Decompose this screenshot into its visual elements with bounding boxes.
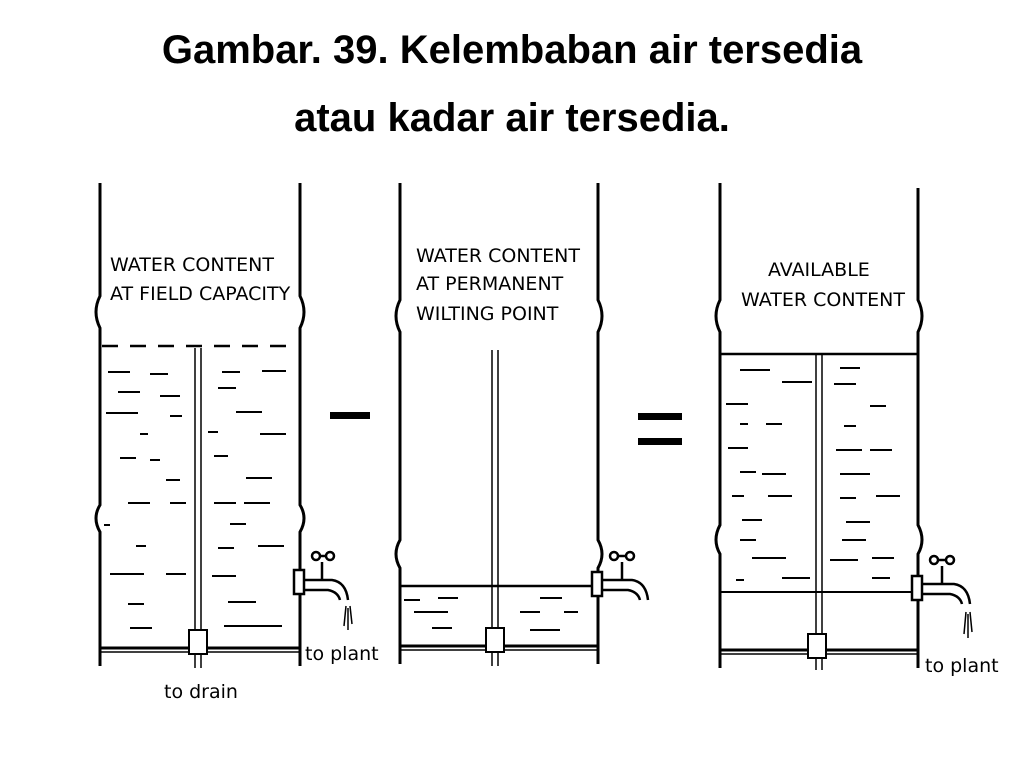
drain-valve [188, 629, 208, 655]
panel-2-label-line-1: WATER CONTENT [416, 245, 580, 267]
minus-operator-text: − [0, 0, 1, 1]
cylinder-left-wall [714, 183, 722, 668]
equals-operator-top [638, 413, 682, 420]
equals-operator-bottom [638, 438, 682, 445]
panel-3-label-line-1: AVAILABLE [768, 259, 870, 281]
drain-valve [807, 633, 827, 659]
to-plant-label-2: to plant [925, 655, 999, 677]
panel-wilting-point: WATER CONTENT AT PERMANENT WILTING POINT [394, 183, 650, 666]
panel-1-label-line-1: WATER CONTENT [110, 254, 274, 276]
equals-operator-text: = [0, 0, 1, 1]
faucet-icon [910, 554, 972, 605]
water-stream [963, 611, 973, 638]
faucet-icon [292, 550, 350, 601]
panel-1-label-line-2: AT FIELD CAPACITY [110, 283, 291, 305]
page-title-line-1: Gambar. 39. Kelembaban air tersedia [161, 28, 863, 72]
faucet-icon [590, 550, 650, 601]
water-stream [343, 605, 353, 630]
to-drain-label: to drain [164, 681, 238, 703]
page-title-line-2: atau kadar air tersedia. [294, 96, 730, 140]
drain-valve [485, 627, 505, 653]
water-body [404, 597, 578, 631]
cylinder-right-wall [916, 188, 924, 668]
panel-3-label-line-2: WATER CONTENT [741, 289, 905, 311]
panel-field-capacity: WATER CONTENT AT FIELD CAPACITY to plant… [94, 183, 379, 703]
panel-2-label-line-3: WILTING POINT [416, 303, 559, 325]
minus-operator [330, 412, 370, 419]
panel-available-water: AVAILABLE WATER CONTENT to plant [714, 183, 999, 677]
water-body [104, 370, 286, 629]
cylinder-left-wall [394, 183, 402, 664]
cylinder-left-wall [94, 183, 102, 666]
to-plant-label: to plant [305, 643, 379, 665]
cylinder-right-wall [596, 183, 604, 664]
panel-2-label-line-2: AT PERMANENT [416, 273, 564, 295]
cylinder-right-wall [298, 183, 306, 666]
water-body [726, 367, 900, 581]
